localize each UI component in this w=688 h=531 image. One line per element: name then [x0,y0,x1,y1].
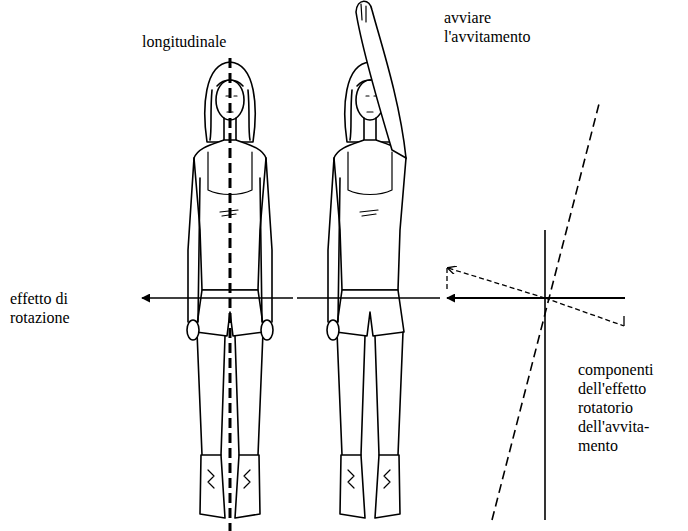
action-label: avviare l'avvitamento [444,8,544,46]
effect-label: effetto di rotazione [10,289,90,327]
components-label: componenti dell'effetto rotatorio dell'a… [578,360,682,455]
axis-label: longitudinale [142,32,262,51]
